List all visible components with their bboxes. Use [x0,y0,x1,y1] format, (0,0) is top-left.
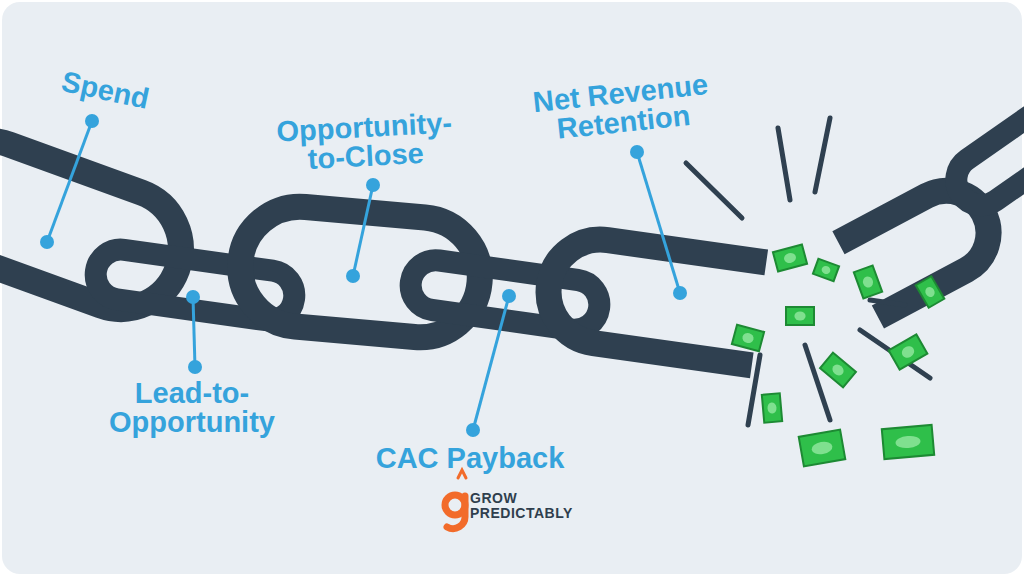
money-bill [762,393,782,422]
money-bill [813,259,839,282]
leader-lines [366,178,380,192]
leader-lines [466,423,480,437]
leader-lines [353,185,373,276]
money-bill [813,259,839,282]
money-bills [732,244,944,466]
money-bill [773,244,807,271]
burst-lines [870,300,905,305]
logo-mark [447,496,465,529]
money-bill [924,285,937,299]
leader-lines [346,269,360,283]
leader-lines [637,152,680,293]
metric-label: Net Revenue Retention [500,67,745,150]
metric-label: Lead-to-Opportunity [102,379,282,437]
burst-lines [778,128,790,200]
money-bill [882,425,934,459]
money-bill [820,353,856,388]
money-bill [794,312,805,321]
money-bill [854,265,882,298]
money-bill [900,344,917,360]
money-bill [732,325,764,352]
money-bill [811,440,834,455]
burst-lines [860,330,930,378]
burst-lines [805,345,830,420]
metric-label: Spend [59,67,152,114]
money-bill [830,362,846,377]
chain-link [947,82,1024,215]
money-bill [762,393,782,422]
metric-label: CAC Payback [376,444,565,473]
chain [0,82,1024,365]
money-bill [783,252,797,265]
money-bill [799,430,846,467]
money-bill [820,353,856,388]
leader-lines [502,289,516,303]
logo-mark [445,470,466,529]
money-bill [820,265,831,276]
leader-lines [673,286,687,300]
burst-lines [686,163,742,218]
burst-lines [686,118,930,425]
leader-lines [188,360,202,374]
metric-label: Opportunity-to-Close [264,108,467,176]
broken-chain-link [542,233,766,365]
money-bill [799,430,846,467]
money-bill [786,307,814,325]
money-bill [786,307,814,325]
burst-lines [748,355,760,425]
money-bill [889,334,928,369]
money-bill [895,435,921,449]
burst-lines [815,118,830,192]
logo-text: GROW PREDICTABLY [470,491,573,520]
money-bill [916,276,945,308]
leader-lines [186,290,200,304]
money-bill [732,325,764,352]
money-bill [854,265,882,298]
leader-lines [193,297,195,367]
money-bill [773,244,807,271]
leader-lines [473,296,509,430]
money-bill [861,275,874,289]
leader-lines [40,235,54,249]
money-bill [767,402,777,414]
leader-lines [630,145,644,159]
money-bill [741,332,754,345]
money-bill [889,334,928,369]
money-bill [916,276,945,308]
leader-lines [85,114,99,128]
money-bill [882,425,934,459]
leader-lines [47,121,92,242]
